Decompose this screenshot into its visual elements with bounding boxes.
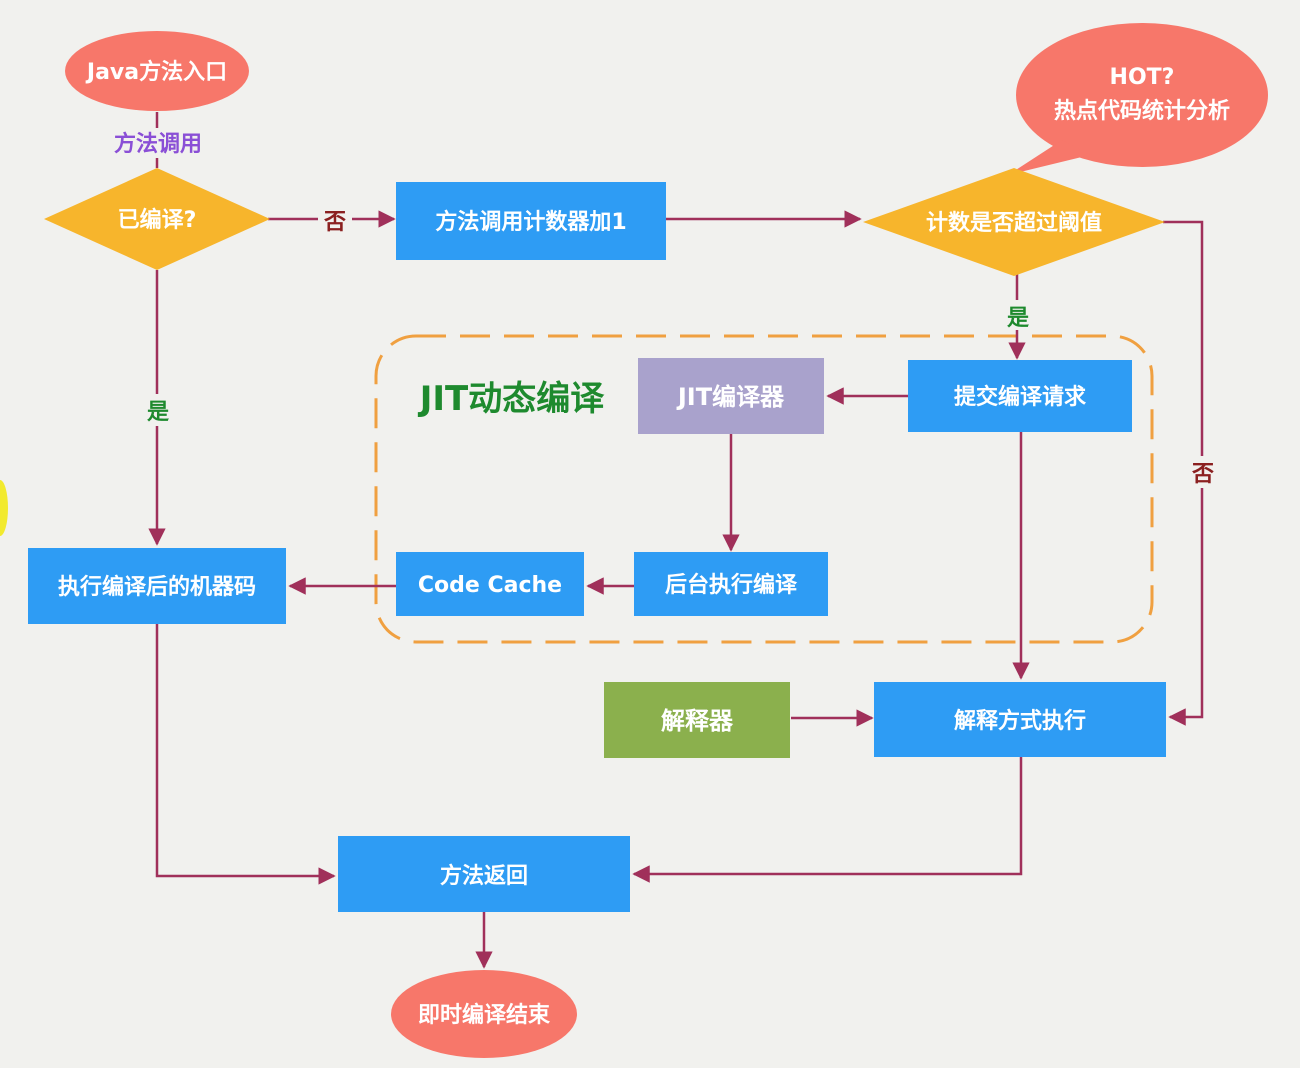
node-method-return-label: 方法返回: [440, 863, 528, 889]
node-counter-increment-label: 方法调用计数器加1: [435, 209, 626, 235]
edge-label-bg: [106, 128, 210, 158]
edge-label-bg: [1188, 456, 1218, 488]
label-threshold-no: 否: [1191, 462, 1214, 487]
node-interpreter[interactable]: 解释器: [604, 682, 790, 758]
node-interpret-execute-label: 解释方式执行: [954, 708, 1086, 734]
edge-label-bg: [318, 204, 352, 234]
edge-label-bg: [1002, 300, 1034, 330]
node-threshold-check[interactable]: 计数是否超过阈值: [863, 168, 1165, 276]
node-compiled-check-label: 已编译?: [118, 207, 197, 233]
label-method-call: 方法调用: [114, 131, 202, 157]
node-interpret-execute[interactable]: 解释方式执行: [874, 682, 1166, 757]
label-not-compiled: 否: [323, 210, 346, 235]
hot-bubble-line1: HOT?: [1110, 65, 1175, 90]
node-submit-request-label: 提交编译请求: [954, 384, 1086, 410]
node-end[interactable]: 即时编译结束: [391, 970, 577, 1058]
node-end-label: 即时编译结束: [418, 1002, 551, 1028]
node-entry-label: Java方法入口: [85, 59, 227, 85]
label-compiled-yes: 是: [147, 400, 169, 425]
node-jit-compiler-label: JIT编译器: [676, 383, 785, 411]
jit-region-title: JIT动态编译: [418, 379, 605, 419]
edge-execute-to-return: [155, 624, 336, 885]
node-counter-increment[interactable]: 方法调用计数器加1: [396, 182, 666, 260]
hot-bubble-line2: 热点代码统计分析: [1054, 98, 1230, 124]
node-background-compile[interactable]: 后台执行编译: [634, 552, 828, 616]
node-execute-machine-code-label: 执行编译后的机器码: [58, 574, 256, 600]
jit-region: [374, 334, 1154, 644]
label-threshold-yes: 是: [1007, 306, 1029, 331]
node-interpreter-label: 解释器: [661, 707, 734, 735]
node-jit-compiler[interactable]: JIT编译器: [638, 358, 824, 434]
node-code-cache-label: Code Cache: [418, 573, 562, 598]
node-entry[interactable]: Java方法入口: [65, 31, 249, 111]
node-threshold-check-label: 计数是否超过阈值: [926, 210, 1102, 236]
node-method-return[interactable]: 方法返回: [338, 836, 630, 912]
node-code-cache[interactable]: Code Cache: [396, 552, 584, 616]
cursor-highlight: [0, 480, 8, 536]
node-hot-bubble[interactable]: HOT? 热点代码统计分析: [1008, 23, 1268, 175]
edge-interpret-to-return: [632, 757, 1023, 883]
node-execute-machine-code[interactable]: 执行编译后的机器码: [28, 548, 286, 624]
node-submit-request[interactable]: 提交编译请求: [908, 360, 1132, 432]
node-background-compile-label: 后台执行编译: [665, 572, 798, 598]
edge-label-bg: [142, 394, 174, 426]
node-compiled-check[interactable]: 已编译?: [44, 168, 270, 270]
